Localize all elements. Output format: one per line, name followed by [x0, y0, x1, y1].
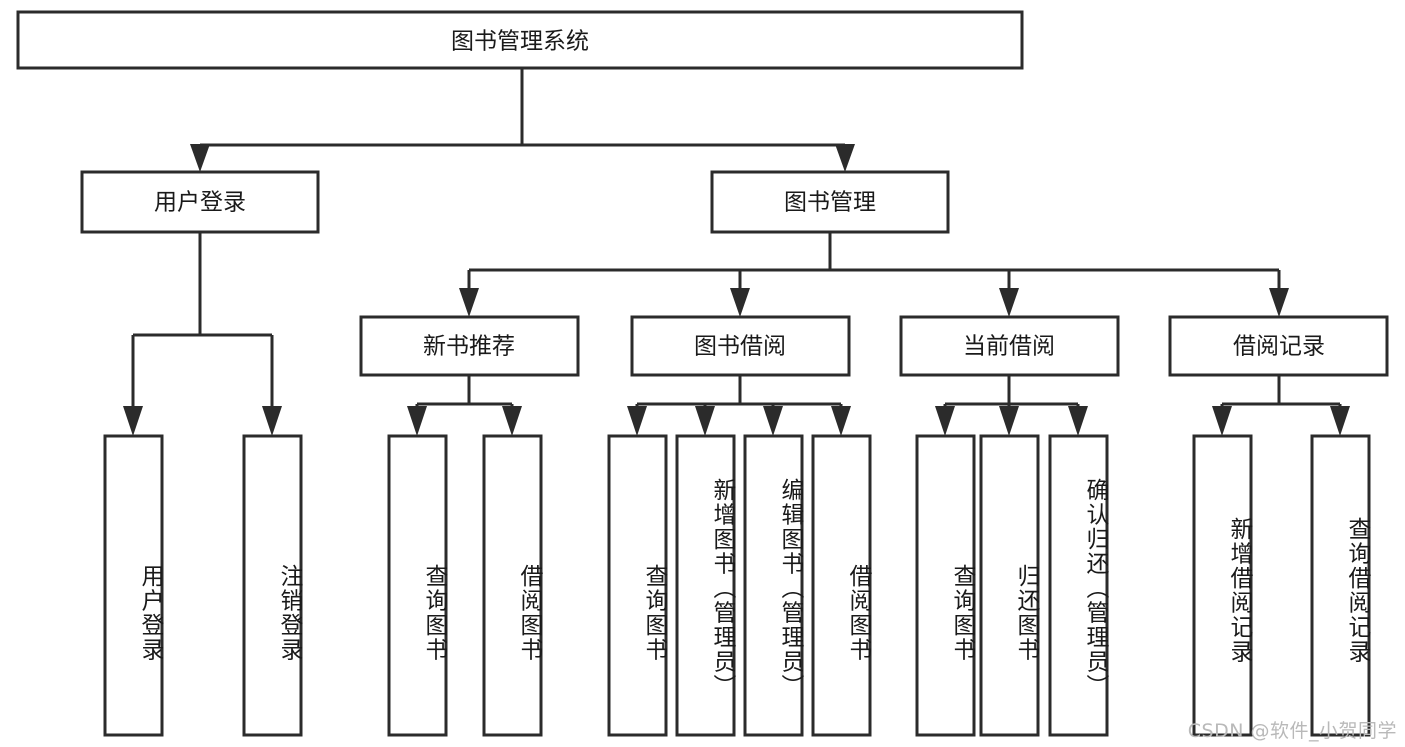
arrow-head-icon [999, 288, 1019, 317]
leaf-box-logout[interactable] [242, 434, 303, 737]
user-login-box[interactable] [80, 170, 320, 234]
arrow-head-icon [999, 406, 1019, 436]
connector-bookborrow-to-leaves [627, 375, 851, 436]
connector-newbook-to-leaves [407, 375, 522, 436]
arrow-head-icon [1212, 406, 1232, 436]
new-book-recommend-box[interactable] [359, 315, 580, 377]
connector-bookmgmt-to-level2 [459, 232, 1289, 317]
leaf-box-query-book-1[interactable] [387, 434, 448, 737]
leaf-box-query-book-3[interactable] [915, 434, 976, 737]
arrow-head-icon [459, 288, 479, 317]
leaf-box-return-book[interactable] [979, 434, 1040, 737]
node-user-login[interactable]: 用户登录 [80, 170, 320, 234]
arrow-head-icon [835, 144, 855, 172]
leaf-box-add-book[interactable] [675, 434, 736, 737]
root-box[interactable] [16, 10, 1024, 70]
connector-borrowrecord-to-leaves [1212, 375, 1350, 436]
current-borrow-box[interactable] [899, 315, 1120, 377]
node-book-borrow[interactable]: 图书借阅 [630, 315, 851, 377]
arrow-head-icon [1269, 288, 1289, 317]
borrow-record-label: 借阅记录 [1233, 334, 1325, 360]
arrow-head-icon [730, 288, 750, 317]
new-book-recommend-label: 新书推荐 [423, 334, 515, 360]
node-new-book-recommend[interactable]: 新书推荐 [359, 315, 580, 377]
current-borrow-label: 当前借阅 [963, 334, 1055, 360]
arrow-head-icon [1330, 406, 1350, 436]
user-login-label: 用户登录 [154, 190, 246, 216]
node-current-borrow[interactable]: 当前借阅 [899, 315, 1120, 377]
leaf-box-add-record[interactable] [1192, 434, 1253, 737]
root-label: 图书管理系统 [451, 29, 589, 55]
node-book-management[interactable]: 图书管理 [710, 170, 950, 234]
arrow-head-icon [190, 144, 210, 172]
book-borrow-label: 图书借阅 [694, 334, 786, 360]
arrow-head-icon [695, 406, 715, 436]
connector-userlogin-to-leaves [123, 232, 282, 436]
leaf-box-confirm-return[interactable] [1048, 434, 1109, 737]
leaf-box-user-login[interactable] [103, 434, 164, 737]
csdn-watermark: CSDN @软件_小贺同学 [1187, 720, 1397, 742]
leaf-box-query-record[interactable] [1310, 434, 1371, 737]
leaf-box-query-book-2[interactable] [607, 434, 668, 737]
node-root[interactable]: 图书管理系统 [16, 10, 1024, 70]
connector-currentborrow-to-leaves [935, 375, 1088, 436]
arrow-head-icon [1068, 406, 1088, 436]
leaf-box-borrow-book-2[interactable] [811, 434, 872, 737]
book-management-label: 图书管理 [784, 190, 876, 216]
arrow-head-icon [123, 406, 143, 436]
node-borrow-record[interactable]: 借阅记录 [1168, 315, 1389, 377]
arrow-head-icon [627, 406, 647, 436]
arrow-head-icon [831, 406, 851, 436]
connector-root-to-level1 [190, 68, 855, 172]
arrow-head-icon [935, 406, 955, 436]
arrow-head-icon [763, 406, 783, 436]
arrow-head-icon [262, 406, 282, 436]
leaf-box-borrow-book-1[interactable] [482, 434, 543, 737]
leaf-box-edit-book[interactable] [743, 434, 804, 737]
arrow-head-icon [407, 406, 427, 436]
arrow-head-icon [502, 406, 522, 436]
